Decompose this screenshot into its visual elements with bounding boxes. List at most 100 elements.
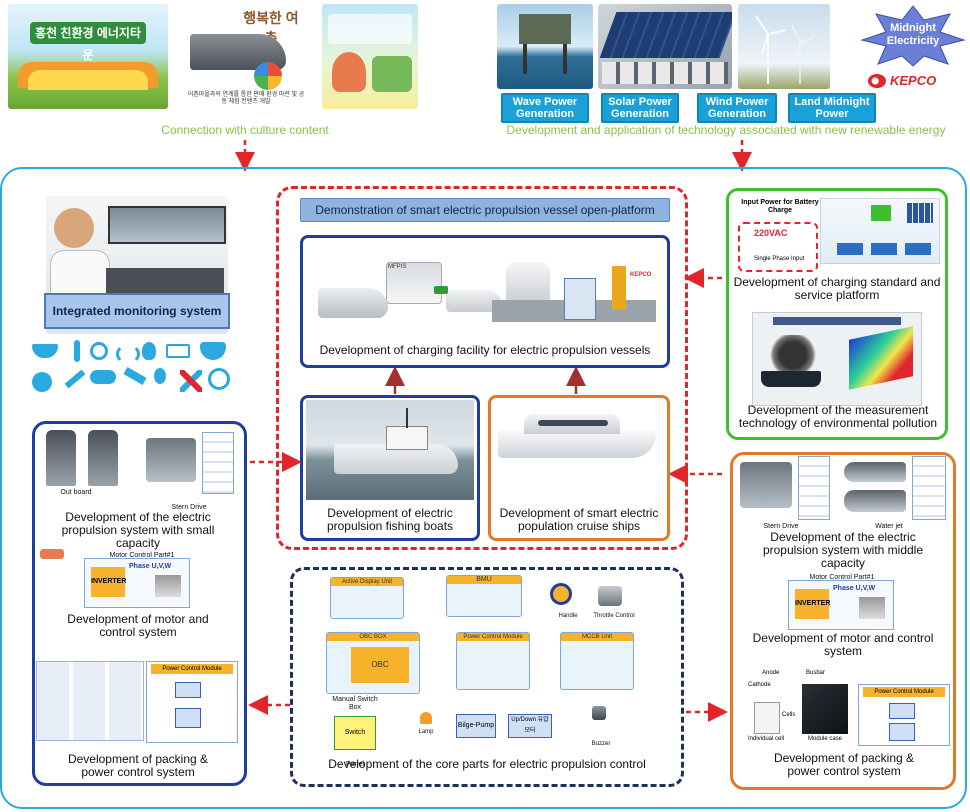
fire-icon	[142, 342, 156, 360]
solar-panels	[599, 12, 732, 58]
inverter-box-right: INVERTER	[795, 589, 830, 619]
satellite-icon	[123, 367, 147, 385]
water-jet-2	[844, 490, 906, 512]
compass-icon	[90, 342, 108, 360]
plug-icon	[434, 286, 448, 294]
pcm-block-right	[889, 723, 915, 741]
wave-power-label: Wave Power Generation	[501, 93, 589, 123]
cruise-ship-windows	[538, 420, 608, 426]
platform-title: Demonstration of smart electric propulsi…	[300, 198, 670, 222]
poster1-rainbow-inner	[28, 70, 148, 90]
input-power-title: Input Power for Battery Charge	[741, 199, 819, 214]
poster3-figure	[332, 52, 366, 92]
motor-control-part-left: Motor Control Part#1	[109, 552, 175, 559]
ship-icon	[200, 342, 226, 360]
power-control-title-left: Power Control Module	[151, 664, 233, 674]
pollution-ship	[761, 371, 821, 387]
parking-cars	[602, 62, 728, 84]
throttle-icon	[598, 586, 622, 606]
kepco-logo: KEPCO	[868, 72, 958, 90]
platform-dashed-box	[276, 186, 688, 550]
module-case-label: Module case	[808, 736, 843, 742]
vac-label: 220VAC	[754, 228, 788, 238]
small-capacity-box	[32, 421, 247, 786]
water-jet-label: Water jet	[875, 523, 903, 530]
festival-poster-image	[322, 4, 418, 109]
packing-caption-left: Development of packing & power control s…	[67, 752, 209, 779]
boat-left	[318, 288, 388, 318]
cell-module	[802, 684, 848, 734]
wave-leg	[563, 44, 567, 74]
motor-control-caption-left: Development of motor and control system	[67, 612, 209, 639]
middle-capacity-box	[730, 452, 956, 790]
stern-drive-label-right: Stern Drive	[763, 523, 799, 530]
wrench-icon	[64, 369, 86, 389]
fishing-boats-caption: Development of electric propulsion fishi…	[326, 506, 454, 533]
single-cell	[754, 702, 780, 734]
monitor-screens	[108, 206, 226, 244]
cruise-ship-image	[494, 410, 664, 470]
outboard-label: Out board	[60, 489, 92, 496]
outer-frame	[0, 167, 967, 809]
wave-leg	[523, 44, 527, 74]
monitoring-icons	[30, 340, 235, 402]
boat-right	[446, 290, 502, 312]
power-control-title: Power Control Module	[457, 633, 529, 641]
power-control-unit: Power Control Module	[456, 632, 530, 690]
wave-power-image	[497, 4, 593, 89]
fishing-boat-cabin	[386, 426, 428, 450]
land-midnight-power-label: Land Midnight Power	[788, 93, 876, 123]
pollution-image	[752, 312, 922, 406]
obc-box: OBC BOX OBC	[326, 632, 420, 694]
charging-standard-caption: Development of charging standard and ser…	[733, 275, 941, 302]
outboard-motor-1	[46, 430, 76, 486]
bmu-unit: BMU	[446, 575, 522, 617]
phase-label-left: Phase U,V,W	[129, 563, 172, 570]
cathode-label: Cathode	[748, 682, 771, 688]
active-display-unit: Active Display Unit	[330, 577, 404, 619]
cells-label: Cells	[782, 712, 796, 718]
battery-icon	[166, 344, 190, 358]
battery-pack-diagram-left	[36, 661, 144, 741]
drop-icon	[154, 368, 166, 384]
charge-box	[564, 278, 596, 320]
bmu-title: BMU	[447, 576, 521, 584]
mccb-title: MCCB Unit	[561, 633, 633, 641]
poster2-circle	[254, 62, 282, 90]
midnight-electricity-text: Midnight Electricity	[886, 22, 940, 47]
wind-power-image	[738, 4, 830, 89]
solar-power-image	[598, 4, 732, 89]
kepco-logo-icon	[868, 74, 886, 88]
motor-control-diagram-left: INVERTER Phase U,V,W	[84, 558, 190, 608]
motor-control-part-right: Motor Control Part#1	[809, 574, 875, 581]
wind-power-label: Wind Power Generation	[697, 93, 777, 123]
charging-facility-caption: Development of charging facility for ele…	[319, 343, 651, 357]
pcm-block	[175, 682, 201, 698]
tower-icon	[612, 266, 626, 310]
signal-icon	[116, 344, 140, 364]
core-parts-dashed-box	[290, 567, 684, 787]
single-phase-box: 220VAC Single Phase Input	[738, 222, 818, 272]
mccb-unit: MCCB Unit	[560, 632, 634, 690]
fishing-boat-image	[306, 400, 474, 500]
power-control-title-right: Power Control Module	[863, 687, 945, 697]
control-desk	[106, 268, 224, 294]
hongcheon-poster-image: 홍천 친환경 에너지타운	[8, 4, 168, 109]
water-jet-1	[844, 462, 906, 482]
poster2-subtitle: 어촌마을과의 연계를 통한 판매 환경 마련 및 공동 체험 컨텐츠 개발	[187, 92, 305, 105]
cruise-ships-box	[488, 395, 670, 541]
handle-label: Handle	[558, 613, 578, 619]
phase-label-right: Phase U,V,W	[833, 585, 876, 592]
buzzer-icon	[592, 706, 606, 720]
stern-drive-image-left	[140, 432, 236, 494]
wind-turbines	[755, 15, 815, 84]
stern-drive-right-spec	[798, 456, 830, 520]
lamp-label: Lamp	[418, 729, 434, 735]
motor-control-caption-right: Development of motor and control system	[752, 631, 934, 658]
power-control-diagram-right: Power Control Module	[858, 684, 950, 746]
solar-panel-icon	[907, 203, 933, 223]
cruise-ship-hull	[498, 430, 656, 458]
manual-switch-label: Manual Switch Box	[332, 696, 378, 711]
fishing-boat-mast	[406, 408, 408, 428]
pollution-heatmap	[849, 326, 913, 390]
